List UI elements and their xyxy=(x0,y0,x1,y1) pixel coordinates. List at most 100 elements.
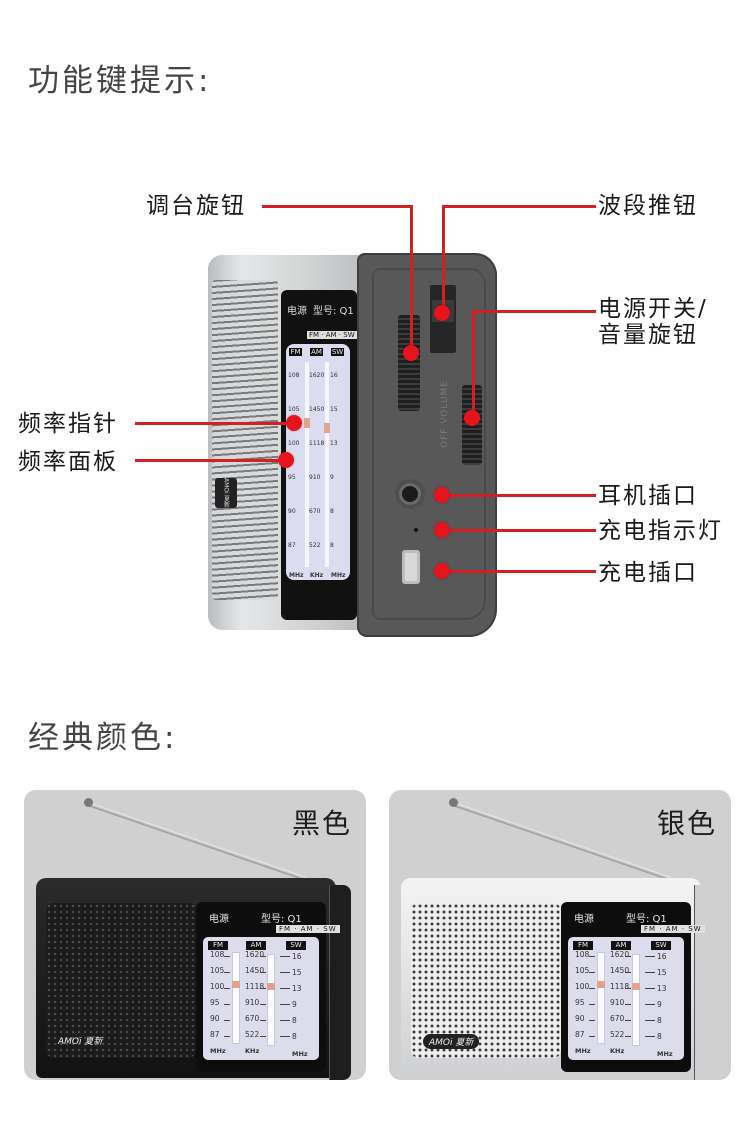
dial-unit: MHz xyxy=(210,1047,226,1055)
callout-dot xyxy=(278,452,294,468)
dial-value: 1450 xyxy=(610,966,630,975)
tuning-knob[interactable] xyxy=(398,315,420,411)
speaker-grille xyxy=(46,903,196,1058)
dial-value: 87 xyxy=(288,542,296,549)
dial-tick xyxy=(625,988,631,989)
dial-value: 87 xyxy=(210,1030,220,1039)
frequency-pointer-am xyxy=(267,983,275,990)
dial-value: 8 xyxy=(330,542,334,549)
dial-value: 8 xyxy=(330,508,334,515)
dial-tick xyxy=(645,988,655,989)
model-label: 型号: Q1 xyxy=(626,914,667,925)
am-pointer-track xyxy=(325,362,329,567)
dial-header-am: AM xyxy=(611,941,631,950)
dial-value: 8 xyxy=(657,1032,662,1041)
dial-value: 87 xyxy=(575,1030,585,1039)
antenna xyxy=(87,802,307,881)
dial-value: 95 xyxy=(575,998,585,1007)
dial-tick xyxy=(224,1036,230,1037)
dial-value: 105 xyxy=(575,966,590,975)
speaker-grille xyxy=(411,903,561,1058)
dial-value: 522 xyxy=(245,1030,260,1039)
charge-indicator-led xyxy=(414,528,418,532)
dial-header-sw: SW xyxy=(286,941,306,950)
dial-value: 8 xyxy=(657,1016,662,1025)
dial-unit: MHz xyxy=(331,572,346,579)
dial-tick xyxy=(280,972,290,973)
dial-tick xyxy=(589,1020,595,1021)
power-label: 电源 xyxy=(287,306,307,317)
dial-value: 95 xyxy=(210,998,220,1007)
dial-value: 670 xyxy=(309,508,321,515)
callout-tuning-knob: 调台旋钮 xyxy=(146,193,246,219)
dial-value: 15 xyxy=(657,968,667,977)
dial-tick xyxy=(224,972,230,973)
dial-value: 13 xyxy=(330,440,338,447)
frequency-dial xyxy=(203,937,319,1060)
dial-tick xyxy=(625,1036,631,1037)
dial-unit: MHz xyxy=(289,572,304,579)
dial-value: 1620 xyxy=(245,950,265,959)
dial-value: 910 xyxy=(245,998,260,1007)
dial-unit: KHz xyxy=(245,1047,260,1055)
charge-port[interactable] xyxy=(402,550,420,584)
dial-header-fm: FM xyxy=(208,941,228,950)
dial-tick xyxy=(260,1036,266,1037)
dial-value: 1450 xyxy=(309,406,325,413)
dial-tick xyxy=(645,956,655,957)
frequency-pointer-am xyxy=(632,983,640,990)
dial-value: 910 xyxy=(610,998,625,1007)
dial-tick xyxy=(589,1004,595,1005)
dial-unit: KHz xyxy=(610,1047,625,1055)
dial-unit: MHz xyxy=(575,1047,591,1055)
dial-value: 90 xyxy=(288,508,296,515)
dial-tick xyxy=(589,988,595,989)
callout-charge-port: 充电插口 xyxy=(598,560,698,586)
dial-value: 95 xyxy=(288,474,296,481)
dial-tick xyxy=(224,1020,230,1021)
fm-pointer-track xyxy=(305,362,309,567)
dial-tick xyxy=(280,1004,290,1005)
dial-tick xyxy=(625,956,631,957)
callout-line xyxy=(135,422,293,425)
callout-power-volume-1: 电源开关/ xyxy=(598,296,708,322)
dial-value: 9 xyxy=(330,474,334,481)
dial-value: 1118 xyxy=(245,982,265,991)
band-strip: FM · AM · SW xyxy=(307,331,357,339)
frequency-pointer-fm xyxy=(597,981,605,988)
callout-power-volume-2: 音量旋钮 xyxy=(598,322,698,348)
dial-value: 108 xyxy=(288,372,300,379)
dial-value: 16 xyxy=(330,372,338,379)
dial-tick xyxy=(625,1020,631,1021)
callout-line xyxy=(442,570,596,573)
brand-logo: AMOi 夏新 xyxy=(58,1037,103,1047)
dial-value: 8 xyxy=(292,1016,297,1025)
dial-tick xyxy=(224,1004,230,1005)
callout-dot xyxy=(434,487,450,503)
dial-value: 90 xyxy=(210,1014,220,1023)
dial-tick xyxy=(589,972,595,973)
callout-line xyxy=(442,494,596,497)
callout-line xyxy=(442,205,445,313)
band-strip: FM · AM · SW xyxy=(641,925,705,933)
band-strip: FM · AM · SW xyxy=(276,925,340,933)
callout-frequency-panel: 频率面板 xyxy=(18,449,118,475)
dial-value: 100 xyxy=(288,440,300,447)
dial-header-fm: FM xyxy=(573,941,593,950)
fm-pointer-track xyxy=(232,952,240,1044)
dial-tick xyxy=(625,972,631,973)
colors-section-title: 经典颜色: xyxy=(28,720,178,756)
earphone-jack[interactable] xyxy=(399,483,421,505)
dial-value: 13 xyxy=(292,984,302,993)
dial-value: 90 xyxy=(575,1014,585,1023)
dial-header-sw: SW xyxy=(651,941,671,950)
brand-logo: AMOi 夏新 xyxy=(215,478,237,508)
callout-frequency-pointer: 频率指针 xyxy=(18,411,118,437)
dial-tick xyxy=(260,988,266,989)
dial-value: 8 xyxy=(292,1032,297,1041)
dial-tick xyxy=(625,1004,631,1005)
dial-value: 15 xyxy=(292,968,302,977)
fm-pointer-track xyxy=(597,952,605,1044)
